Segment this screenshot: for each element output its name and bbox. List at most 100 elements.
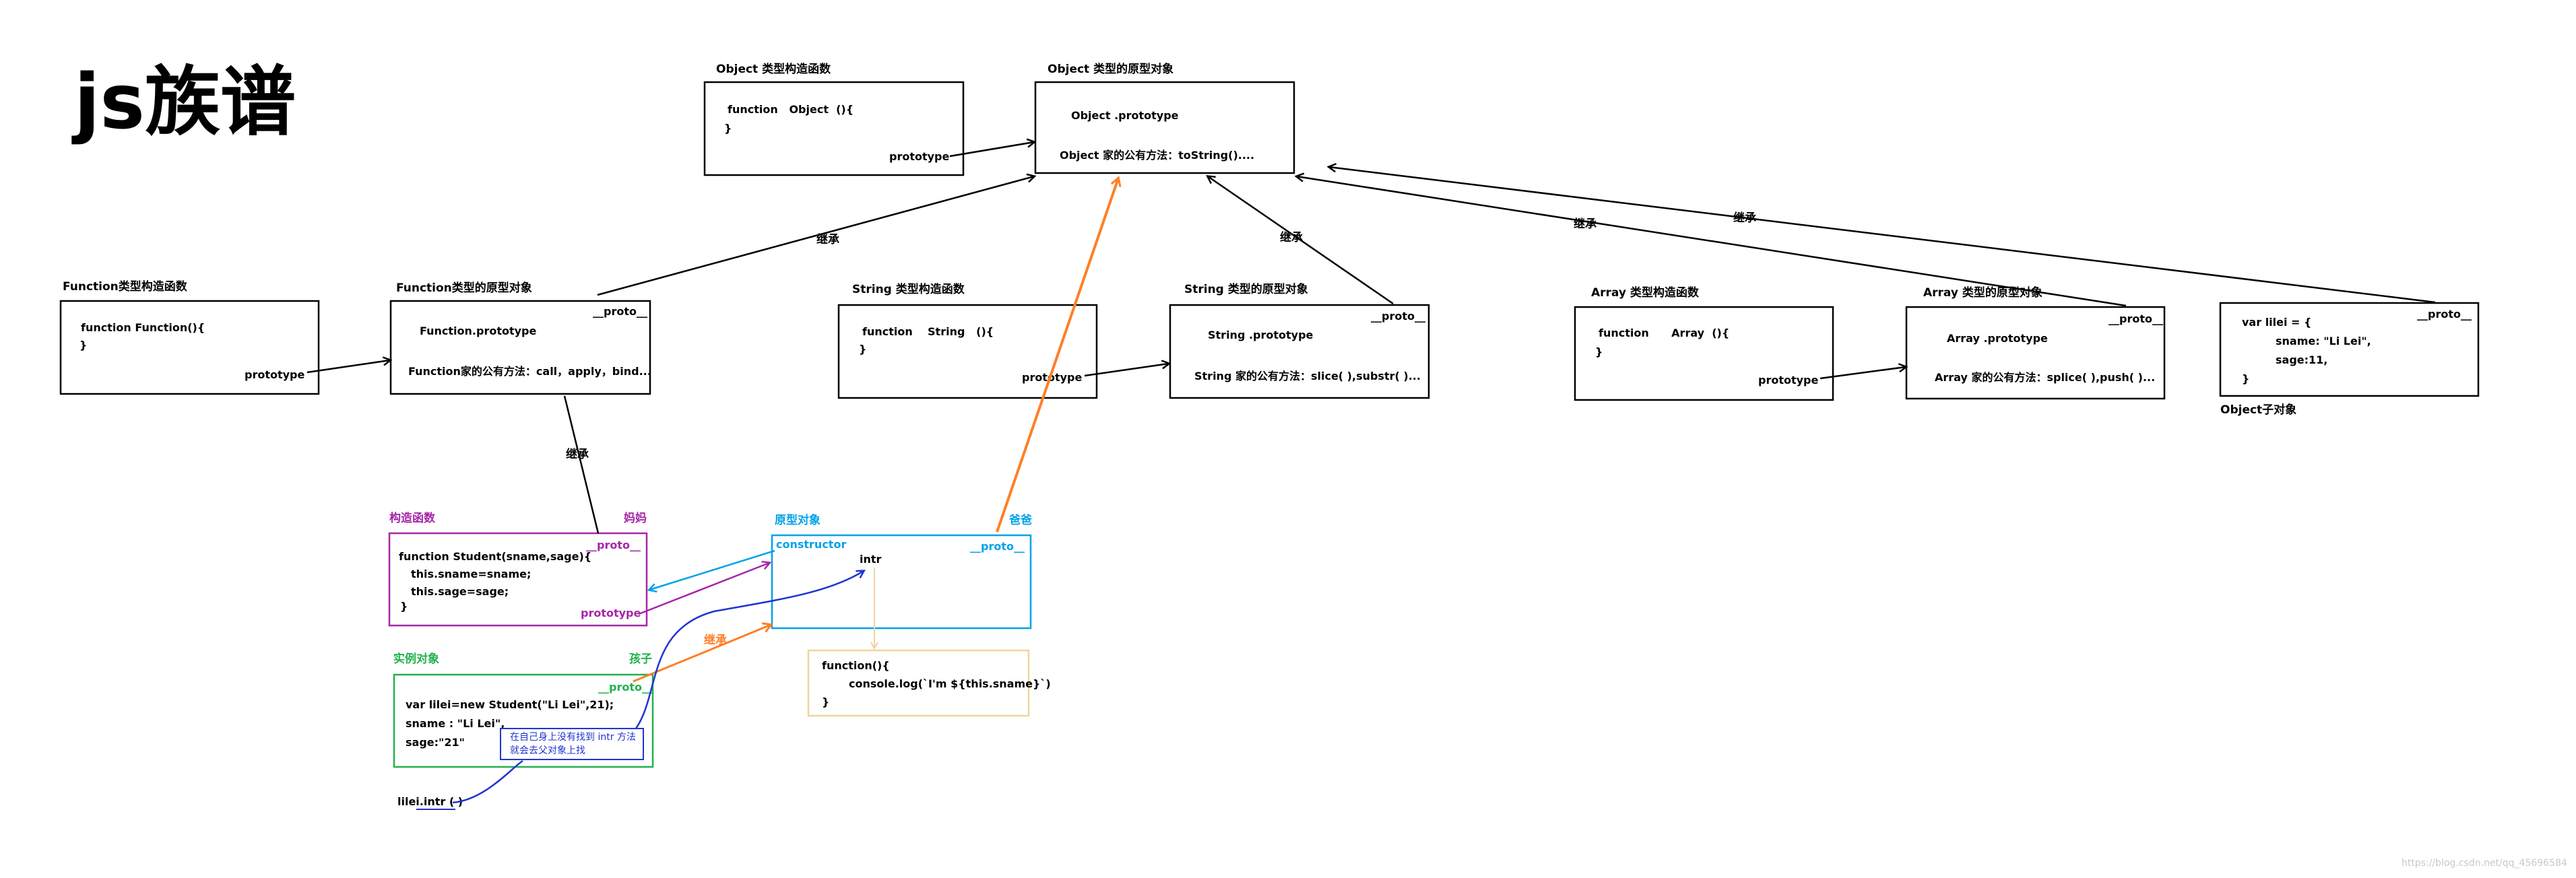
student-inherit-function-line xyxy=(563,395,600,534)
instance-role: 孩子 xyxy=(629,652,652,666)
object-prototype-line2: Object 家的公有方法：toString().... xyxy=(1060,149,1254,162)
object-constructor-line1: function Object (){ xyxy=(728,103,854,116)
student-constructor-box xyxy=(388,532,648,627)
function-prototype-box xyxy=(389,300,651,395)
student-constructor-line4: } xyxy=(400,600,408,613)
lilei-object-line1: var lilei = { xyxy=(2242,316,2311,329)
method-call-label: lilei.intr ( ) xyxy=(397,795,463,808)
student-prototype-proto: __proto__ xyxy=(970,540,1025,553)
student-prototype-label: 原型对象 xyxy=(775,513,820,527)
array-prototype-label: Array 类型的原型对象 xyxy=(1923,285,2042,300)
object-prototype-node: Object 类型的原型对象 Object .prototype Object … xyxy=(1034,62,1295,174)
function-constructor-node: Function类型构造函数 function Function(){ } pr… xyxy=(59,279,320,395)
array-inherit-object-arrow xyxy=(1297,176,2127,307)
array-prototype-proto: __proto__ xyxy=(2108,312,2163,325)
array-prototype-line1: Array .prototype xyxy=(1947,332,2048,345)
object-constructor-node: Object 类型构造函数 function Object (){ } prot… xyxy=(703,62,965,176)
string-constructor-box xyxy=(837,304,1098,399)
array-constructor-label: Array 类型构造函数 xyxy=(1591,285,1700,300)
student-prototype-constructor: constructor xyxy=(776,538,846,551)
lilei-object-line3: sage:11, xyxy=(2276,353,2327,366)
string-prototype-node: String 类型的原型对象 __proto__ String .prototy… xyxy=(1169,282,1430,399)
array-constructor-node: Array 类型构造函数 function Array (){ } protot… xyxy=(1574,285,1834,401)
student-prototype-member: intr xyxy=(860,553,882,566)
function-constructor-label: Function类型构造函数 xyxy=(63,279,188,294)
instance-box xyxy=(393,673,654,768)
object-constructor-label: Object 类型构造函数 xyxy=(716,62,831,76)
function-constructor-box xyxy=(59,300,320,395)
instance-node: 实例对象 孩子 __proto__ var lilei=new Student(… xyxy=(393,652,654,768)
array-constructor-line1: function Array (){ xyxy=(1599,327,1729,339)
array-constructor-box xyxy=(1574,306,1834,401)
instance-line1: var lilei=new Student("Li Lei",21); xyxy=(406,698,614,711)
string-prototype-box xyxy=(1169,304,1430,399)
lilei-object-box xyxy=(2219,302,2480,397)
student-constructor-label: 构造函数 xyxy=(389,511,436,525)
array-prototype-link-arrow xyxy=(1820,367,1906,380)
array-prototype-node: Array 类型的原型对象 __proto__ Array .prototype… xyxy=(1905,285,2166,400)
array-constructor-line2: } xyxy=(1595,345,1603,358)
instance-line2: sname : "Li Lei", xyxy=(406,717,505,730)
string-constructor-line2: } xyxy=(859,343,866,356)
object-constructor-prototype: prototype xyxy=(889,150,950,163)
lilei-object-proto: __proto__ xyxy=(2417,308,2472,320)
constructor-link-blue-arrow xyxy=(649,549,775,590)
student-constructor-line2: this.sname=sname; xyxy=(411,568,531,580)
function-constructor-line2: } xyxy=(79,339,87,351)
student-prototype-box xyxy=(771,534,1032,630)
string-prototype-link-arrow xyxy=(1084,364,1169,377)
object-prototype-label: Object 类型的原型对象 xyxy=(1048,62,1173,76)
function-prototype-line1: Function.prototype xyxy=(420,325,537,337)
inherit-label-student: 继承 xyxy=(566,447,589,461)
lilei-object-line4: } xyxy=(2242,372,2249,385)
intr-function-node: function(){ console.log(`I'm ${this.snam… xyxy=(807,649,1051,717)
string-inherit-object-arrow xyxy=(1208,176,1394,305)
object-constructor-box xyxy=(703,81,965,176)
father-inherit-object-orange-arrow xyxy=(996,178,1118,533)
inherit-label-function: 继承 xyxy=(816,232,839,246)
string-prototype-line1: String .prototype xyxy=(1208,329,1314,341)
string-prototype-label: String 类型的原型对象 xyxy=(1184,282,1308,296)
string-constructor-label: String 类型构造函数 xyxy=(852,282,965,296)
function-prototype-node: Function类型的原型对象 __proto__ Function.proto… xyxy=(389,281,651,395)
instance-note-line2: 就会去父对象上找 xyxy=(510,745,585,756)
lilei-object-node: __proto__ var lilei = { sname: "Li Lei",… xyxy=(2219,302,2480,417)
intr-function-line2: console.log(`I'm ${this.sname}`) xyxy=(849,677,1051,690)
function-prototype-label: Function类型的原型对象 xyxy=(396,281,532,295)
student-constructor-role: 妈妈 xyxy=(624,511,647,525)
string-constructor-prototype: prototype xyxy=(1022,371,1083,384)
string-constructor-node: String 类型构造函数 function String (){ } prot… xyxy=(837,282,1098,399)
watermark-text: https://blog.csdn.net/qq_45696584 xyxy=(2402,858,2567,869)
intr-function-line3: } xyxy=(822,696,829,708)
intr-function-box xyxy=(807,649,1030,717)
array-prototype-box xyxy=(1905,306,2166,400)
object-prototype-link-arrow xyxy=(949,142,1034,158)
array-prototype-line2: Array 家的公有方法：splice( ),push( )... xyxy=(1935,371,2155,384)
inherit-label-lilei: 继承 xyxy=(1733,211,1756,225)
lilei-inherit-object-arrow xyxy=(1329,167,2436,304)
proto-chain-orange-arrow xyxy=(633,625,771,683)
instance-label: 实例对象 xyxy=(393,652,439,666)
inherit-label-array: 继承 xyxy=(1574,217,1597,231)
lilei-object-line2: sname: "Li Lei", xyxy=(2276,335,2371,347)
diagram-title: js族谱 xyxy=(71,59,296,146)
intr-function-line1: function(){ xyxy=(822,659,890,672)
object-prototype-line1: Object .prototype xyxy=(1071,109,1179,122)
inherit-label-string: 继承 xyxy=(1280,230,1303,244)
string-prototype-proto: __proto__ xyxy=(1371,310,1425,323)
student-constructor-prototype: prototype xyxy=(581,607,641,619)
string-constructor-line1: function String (){ xyxy=(862,325,994,338)
instance-note-box xyxy=(500,728,644,760)
function-constructor-prototype: prototype xyxy=(245,368,305,381)
instance-line3: sage:"21" xyxy=(406,736,465,749)
function-constructor-line1: function Function(){ xyxy=(81,321,205,334)
student-constructor-line1: function Student(sname,sage){ xyxy=(399,550,591,563)
object-constructor-line2: } xyxy=(724,122,732,135)
student-prototype-node: 原型对象 爸爸 constructor __proto__ intr xyxy=(771,513,1032,630)
object-prototype-box xyxy=(1034,81,1295,174)
student-constructor-line3: this.sage=sage; xyxy=(411,585,509,598)
inherit-label-orange: 继承 xyxy=(704,633,727,647)
function-inherit-object-arrow xyxy=(597,176,1034,296)
student-constructor-node: 构造函数 妈妈 __proto__ function Student(sname… xyxy=(388,511,648,627)
